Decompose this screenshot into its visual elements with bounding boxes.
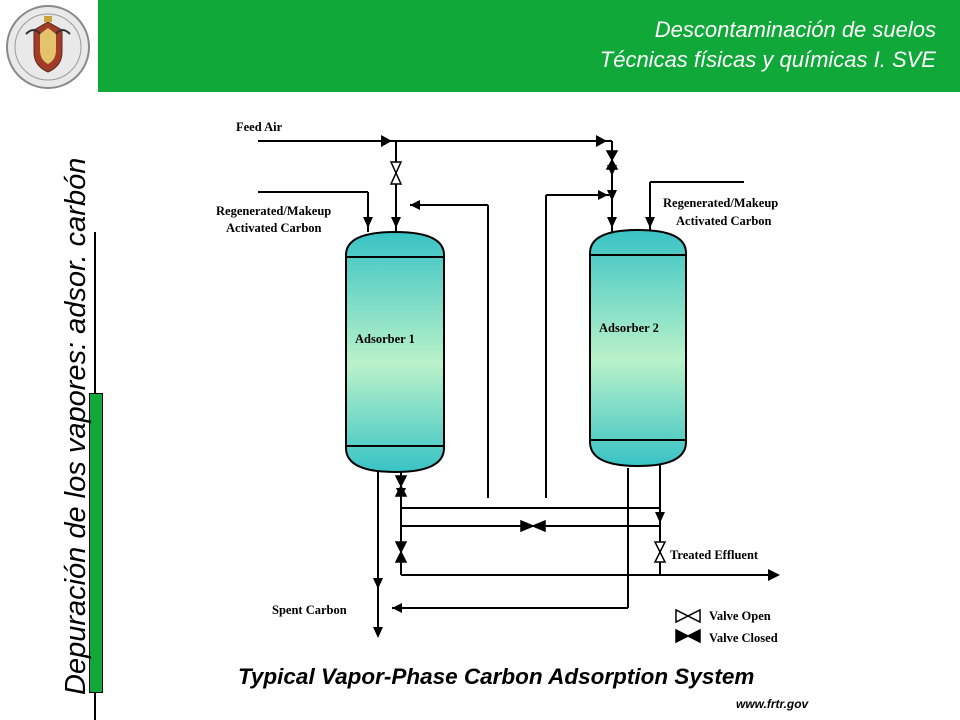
adsorber-2-vessel bbox=[589, 228, 687, 468]
university-seal-icon bbox=[6, 5, 90, 89]
regen-right-label-line1: Regenerated/Makeup bbox=[663, 196, 778, 210]
adsorber-2-label: Adsorber 2 bbox=[599, 321, 659, 335]
source-credit: www.frtr.gov bbox=[736, 697, 809, 711]
regen-right-label-line2: Activated Carbon bbox=[676, 214, 772, 228]
regen-left-label-line2: Activated Carbon bbox=[226, 221, 322, 235]
treated-effluent-label: Treated Effluent bbox=[670, 548, 759, 562]
page-title: Descontaminación de suelos bbox=[654, 17, 936, 42]
regen-left-label-line1: Regenerated/Makeup bbox=[216, 204, 331, 218]
adsorber-1-vessel bbox=[345, 230, 445, 474]
side-accent-bar bbox=[89, 393, 103, 693]
feed-air-label: Feed Air bbox=[236, 120, 283, 134]
spent-carbon-label: Spent Carbon bbox=[272, 603, 347, 617]
valve-closed-legend: Valve Closed bbox=[709, 631, 778, 645]
valve-open-legend: Valve Open bbox=[709, 609, 771, 623]
header-bar bbox=[98, 0, 960, 92]
page-subtitle: Técnicas físicas y químicas I. SVE bbox=[599, 47, 936, 72]
slide-header: Descontaminación de suelos Técnicas físi… bbox=[0, 0, 960, 92]
adsorber-1-label: Adsorber 1 bbox=[355, 332, 415, 346]
diagram-caption: Typical Vapor-Phase Carbon Adsorption Sy… bbox=[238, 664, 755, 689]
